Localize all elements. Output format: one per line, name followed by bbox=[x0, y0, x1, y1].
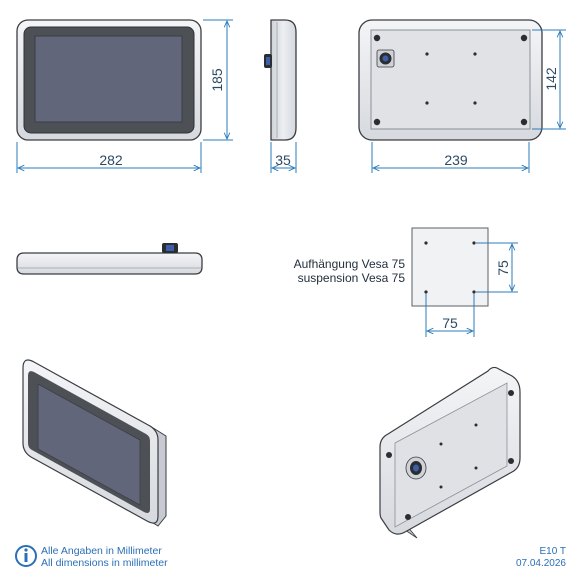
back-screw bbox=[373, 34, 381, 42]
iso-back-screw bbox=[405, 514, 411, 520]
info-icon bbox=[15, 545, 37, 567]
vesa-hole bbox=[474, 466, 478, 470]
front-view: 282 185 bbox=[16, 19, 233, 173]
back-width-label: 239 bbox=[444, 152, 468, 168]
vesa-hole bbox=[424, 241, 428, 245]
side-housing bbox=[270, 19, 297, 141]
side-view: 35 bbox=[264, 19, 297, 173]
back-screw bbox=[373, 118, 381, 126]
vesa-hole bbox=[473, 101, 477, 105]
iso-front-screen bbox=[37, 383, 141, 506]
footer: Alle Angaben in Millimeter All dimension… bbox=[15, 545, 567, 569]
note-de: Alle Angaben in Millimeter bbox=[41, 545, 162, 557]
mount-label-de: Aufhängung Vesa 75 bbox=[294, 257, 406, 271]
vesa-hole bbox=[439, 485, 443, 489]
vesa-hole bbox=[472, 290, 476, 294]
vesa-hole bbox=[474, 423, 478, 427]
front-width-label: 282 bbox=[99, 152, 123, 168]
vesa-horizontal-label: 75 bbox=[442, 315, 458, 331]
side-depth-label: 35 bbox=[275, 152, 291, 168]
drawing-date: 07.04.2026 bbox=[516, 558, 566, 569]
iso-back-view bbox=[379, 366, 521, 539]
vesa-hole bbox=[425, 52, 429, 56]
note-en: All dimensions in millimeter bbox=[41, 557, 168, 569]
mount-label-en: suspension Vesa 75 bbox=[298, 271, 406, 285]
iso-front-view bbox=[22, 359, 167, 527]
vesa-hole bbox=[473, 52, 477, 56]
front-height-label: 185 bbox=[209, 68, 225, 92]
vesa-hole bbox=[425, 101, 429, 105]
top-view bbox=[16, 243, 203, 275]
back-screw bbox=[520, 118, 528, 126]
vesa-hole bbox=[472, 241, 476, 245]
top-housing bbox=[16, 252, 203, 275]
vesa-vertical-label: 75 bbox=[495, 260, 511, 276]
back-view: 239 142 bbox=[358, 19, 566, 173]
back-screw bbox=[520, 34, 528, 42]
front-screen bbox=[34, 35, 183, 123]
iso-back-screw bbox=[508, 390, 514, 396]
vesa-plate bbox=[411, 227, 489, 307]
vesa-hole bbox=[424, 290, 428, 294]
back-height-label: 142 bbox=[543, 67, 559, 91]
iso-back-plate bbox=[394, 382, 508, 528]
model-code: E10 T bbox=[540, 546, 567, 557]
iso-back-screw bbox=[508, 458, 514, 464]
back-plate bbox=[370, 29, 531, 130]
vesa-detail: Aufhängung Vesa 75 suspension Vesa 75 75… bbox=[294, 227, 518, 337]
vesa-hole bbox=[439, 442, 443, 446]
iso-back-connector bbox=[405, 456, 427, 480]
back-connector bbox=[376, 49, 395, 68]
iso-back-screw bbox=[386, 452, 392, 458]
